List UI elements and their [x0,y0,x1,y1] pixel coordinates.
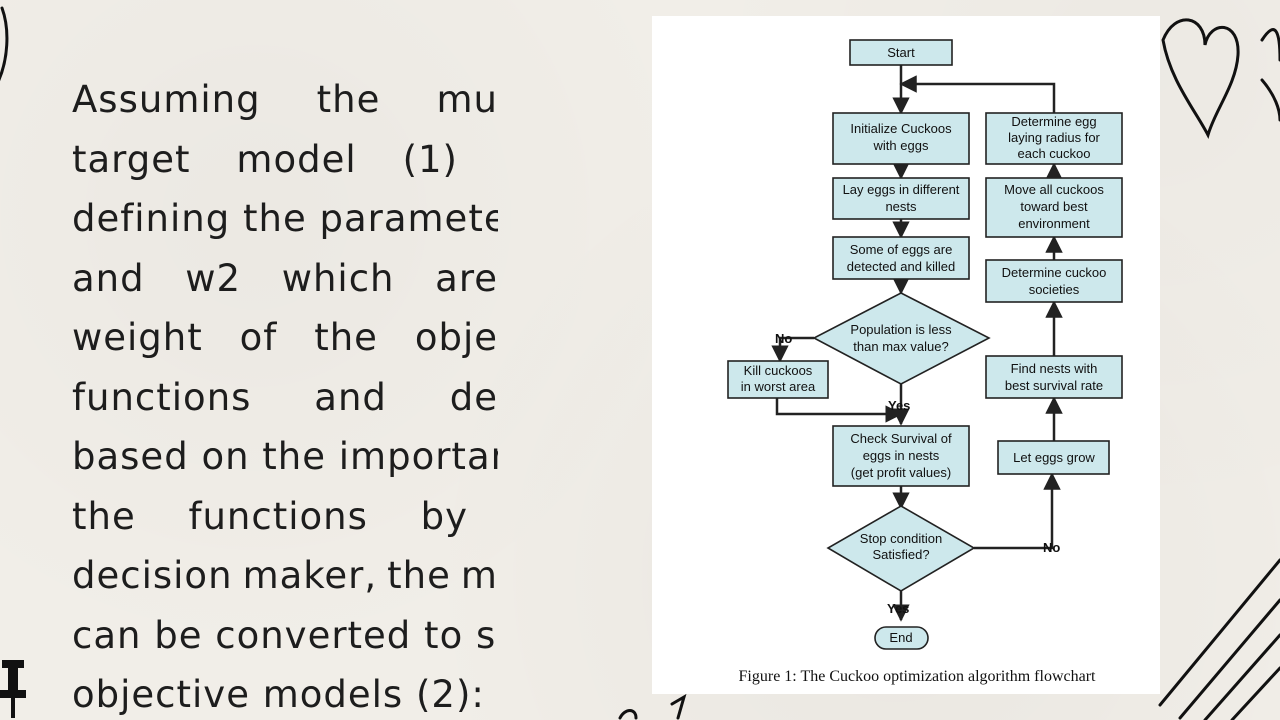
word: w2 [185,256,242,300]
move-label-3: environment [1018,216,1090,231]
body-paragraph: Assuming the mu target model (1) definin… [72,70,498,720]
word: based on the importanc [72,435,498,478]
word: decision [72,554,233,597]
population-yes-label: Yes [888,398,910,413]
detected-label-2: detected and killed [847,259,955,274]
word: functions [188,494,368,538]
word: target [72,137,191,181]
figure-caption: Figure 1: The Cuckoo optimization algori… [738,668,1096,685]
start-label: Start [887,45,915,60]
paragraph-line: decision maker, the m [72,546,498,606]
stop-label-1: Stop condition [860,531,942,546]
word: mu [436,78,498,121]
word: can be converted to si [72,613,498,657]
edge-kill-merge [775,398,903,423]
kill-label-1: Kill cuckoos [744,363,813,378]
population-label-1: Population is less [850,322,952,337]
population-label-2: than max value? [853,339,948,354]
word: defining the parameter [72,197,498,240]
paragraph-line: can be converted to si [72,606,498,666]
word: which [281,256,395,300]
radius-label-1: Determine egg [1011,114,1096,129]
lay-eggs-label-1: Lay eggs in different [843,182,960,197]
paragraph-line: functions and de [72,368,498,428]
word: of [239,316,278,359]
population-decision-node [812,292,991,385]
kill-label-2: in worst area [741,379,816,394]
radius-label-2: laying radius for [1008,130,1100,145]
lay-eggs-label-2: nests [885,199,917,214]
check-label-3: (get profit values) [851,465,951,480]
connectors [771,65,1063,622]
check-label-1: Check Survival of [850,431,952,446]
start-node [849,39,953,66]
word: model [236,137,357,181]
word: and [72,256,145,300]
paragraph-line: and w2 which are [72,249,498,309]
find-nests-label-1: Find nests with [1011,361,1098,376]
word: (1) [402,137,458,181]
paragraph-line: the functions by [72,487,498,547]
initialize-cuckoos-node [832,112,970,165]
paragraph-line: target model (1) [72,130,498,190]
grow-eggs-node [997,440,1110,475]
end-label: End [889,630,912,645]
stop-label-2: Satisfied? [872,547,929,562]
check-label-2: eggs in nests [863,448,940,463]
word: are [435,256,498,300]
cuckoo-societies-node [985,259,1123,303]
societies-label-1: Determine cuckoo [1002,265,1107,280]
egg-radius-node [985,112,1123,165]
edge-population-no [771,336,814,363]
societies-label-2: societies [1029,282,1080,297]
word: and [314,375,387,419]
word: obje [414,316,498,359]
find-nests-label-2: best survival rate [1005,378,1103,393]
move-label-2: toward best [1020,199,1088,214]
paragraph-line: based on the importanc [72,427,498,487]
paragraph-line: Assuming the mu [72,70,498,130]
word: the [387,554,451,597]
word: by [420,494,468,538]
lay-eggs-node [832,177,970,220]
edge-stop-no [974,472,1061,550]
word: the [314,316,378,359]
stop-decision-node [826,505,976,592]
word: objective models (2): [72,673,485,716]
paragraph-line: defining the parameter [72,189,498,249]
detected-label-1: Some of eggs are [850,242,953,257]
initialize-label-1: Initialize Cuckoos [850,121,952,136]
word: maker, [242,554,378,597]
paragraph-line: weight of the obje [72,308,498,368]
population-no-label: No [775,331,792,346]
move-cuckoos-node [985,177,1123,238]
word: m [460,554,498,597]
kill-cuckoos-node [727,360,829,399]
check-survival-node [832,425,970,487]
stop-yes-label: Yes [887,601,909,616]
word: the [72,494,136,538]
initialize-label-2: with eggs [873,138,929,153]
flowchart: Start Initialize Cuckoos with eggs Lay e… [727,39,1123,650]
word: the [316,78,381,121]
edge-radius-loop [899,75,1056,113]
end-node [874,626,929,650]
word: de [449,375,498,419]
word: Assuming [72,78,261,121]
radius-label-3: each cuckoo [1018,146,1091,161]
word: functions [72,375,252,419]
grow-label: Let eggs grow [1013,450,1095,465]
find-nests-node [985,355,1123,399]
paragraph-line: objective models (2): [72,665,498,720]
stop-no-label: No [1043,540,1060,555]
eggs-detected-node [832,236,970,280]
figure-card: Start Initialize Cuckoos with eggs Lay e… [652,16,1160,694]
move-label-1: Move all cuckoos [1004,182,1104,197]
word: weight [72,316,203,359]
